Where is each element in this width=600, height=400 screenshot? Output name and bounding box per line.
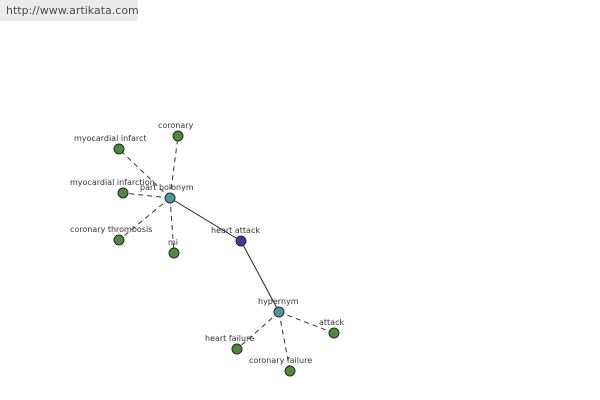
node-label-myocardial-infarction: myocardial infarction [70, 178, 155, 187]
node-hypernym[interactable] [273, 306, 285, 318]
node-label-coronary-failure: coronary failure [249, 356, 312, 365]
labels-layer: heart attack part holonym hypernym coronary… [70, 121, 344, 365]
node-coronary[interactable] [172, 130, 184, 142]
node-label-coronary: coronary [158, 121, 194, 130]
node-label-hypernym: hypernym [258, 297, 299, 306]
edges-layer [118, 135, 335, 372]
edge-part-holonym-to-myocardial-infarct [118, 148, 171, 199]
node-coronary-failure[interactable] [284, 365, 296, 377]
edge-part-holonym-to-coronary [169, 135, 179, 199]
edge-hypernym-to-coronary-failure [278, 311, 291, 372]
nodes-layer [113, 130, 340, 377]
site-url-link[interactable]: http://www.artikata.com [0, 0, 139, 21]
node-coronary-thrombosis[interactable] [113, 234, 125, 246]
edge-hypernym-to-attack [278, 311, 335, 334]
node-myocardial-infarction[interactable] [117, 187, 129, 199]
node-heart-failure[interactable] [231, 343, 243, 355]
node-label-mi: mi [168, 238, 178, 247]
node-heart-attack[interactable] [235, 235, 247, 247]
edge-part-holonym-to-myocardial-infarction [122, 192, 171, 199]
node-label-attack: attack [319, 318, 344, 327]
node-mi[interactable] [168, 247, 180, 259]
node-label-heart-attack: heart attack [211, 226, 260, 235]
node-label-coronary-thrombosis: coronary thrombosis [70, 225, 152, 234]
edge-part-holonym-to-mi [169, 197, 175, 254]
edge-heart-attack-to-part-holonym [169, 197, 242, 242]
node-label-heart-failure: heart failure [205, 334, 254, 343]
node-myocardial-infarct[interactable] [113, 143, 125, 155]
node-label-myocardial-infarct: myocardial infarct [74, 134, 147, 143]
edge-hypernym-to-heart-failure [236, 311, 280, 350]
edge-heart-attack-to-hypernym [240, 240, 280, 313]
edge-part-holonym-to-coronary-thrombosis [118, 197, 171, 241]
node-label-part-holonym: part holonym [140, 183, 194, 192]
node-attack[interactable] [328, 327, 340, 339]
node-part-holonym[interactable] [164, 192, 176, 204]
